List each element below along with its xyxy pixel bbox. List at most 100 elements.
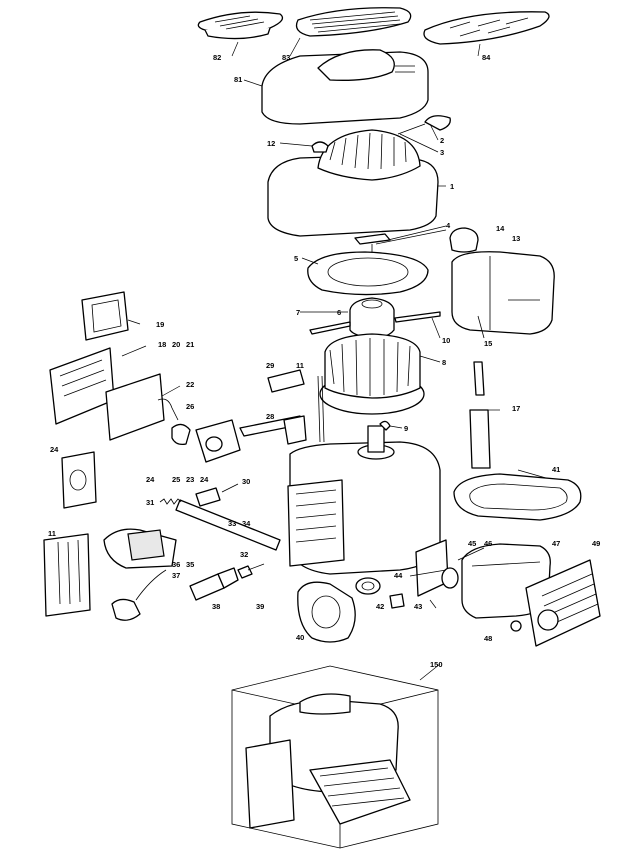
part-48-screw — [510, 620, 522, 632]
engine-block — [287, 425, 441, 575]
label-19: 19 — [156, 320, 164, 329]
part-23-carburetor — [171, 419, 241, 463]
part-42-seal — [355, 577, 381, 595]
part-39-bolt — [237, 563, 265, 579]
label-21: 21 — [186, 340, 194, 349]
label-24-left: 24 — [146, 475, 155, 484]
label-43: 43 — [414, 602, 422, 611]
part-17-fuel-line — [469, 361, 491, 469]
label-82: 82 — [213, 53, 221, 62]
leader-lines — [121, 79, 547, 681]
label-25: 25 — [172, 475, 180, 484]
part-5-gasket — [307, 251, 429, 296]
label-24-right: 24 — [200, 475, 209, 484]
label-2: 2 — [440, 136, 444, 145]
part-7-key — [309, 311, 441, 335]
part-31-spring — [159, 498, 182, 505]
label-37: 37 — [172, 571, 180, 580]
part-45-gasket — [441, 567, 459, 589]
part-18-air-cleaner-base — [49, 347, 165, 441]
part-37-boot — [111, 569, 167, 621]
part-81-shroud — [261, 49, 429, 125]
part-40-gasket — [297, 581, 356, 643]
label-39: 39 — [256, 602, 264, 611]
part-30-rod — [221, 483, 239, 493]
part-38-spark-plug — [189, 567, 239, 601]
label-28: 28 — [266, 412, 274, 421]
part-49-heat-shield — [525, 559, 601, 647]
label-6: 6 — [337, 308, 341, 317]
part-84-cover — [423, 11, 550, 45]
label-15: 15 — [484, 339, 492, 348]
part-22-breather-tube — [157, 398, 179, 421]
label-5: 5 — [294, 254, 298, 263]
label-11-top: 11 — [296, 361, 304, 370]
part-1-blower-housing — [267, 129, 439, 237]
part-82-cover — [197, 11, 284, 40]
label-150: 150 — [430, 660, 443, 669]
label-49: 49 — [592, 539, 600, 548]
part-8-flywheel — [319, 333, 425, 415]
part-13-fuel-tank — [451, 251, 555, 335]
label-29: 29 — [266, 361, 274, 370]
label-23: 23 — [186, 475, 194, 484]
label-22: 22 — [186, 380, 194, 389]
label-32: 32 — [240, 550, 248, 559]
part-24-gasket — [61, 451, 97, 509]
label-4: 4 — [446, 221, 451, 230]
part-14-fuel-cap — [449, 227, 479, 253]
part-11-bolt-set — [43, 533, 91, 617]
label-17: 17 — [512, 404, 520, 413]
label-46: 46 — [484, 539, 492, 548]
label-20: 20 — [172, 340, 180, 349]
part-4-bracket — [354, 233, 391, 254]
part-28-bracket — [239, 415, 307, 445]
label-18: 18 — [158, 340, 166, 349]
part-2-handle — [397, 115, 451, 135]
label-44: 44 — [394, 571, 403, 580]
part-32-control-plate — [175, 487, 281, 551]
part-150-complete-engine — [231, 665, 439, 849]
label-30: 30 — [242, 477, 250, 486]
label-9: 9 — [404, 424, 408, 433]
part-29-bracket — [267, 369, 305, 393]
part-15-hose — [477, 315, 485, 339]
part-35-ignition-coil — [103, 528, 177, 569]
label-12: 12 — [267, 139, 275, 148]
part-6-fan-hub — [349, 297, 395, 339]
label-42: 42 — [376, 602, 384, 611]
label-38: 38 — [212, 602, 220, 611]
label-83: 83 — [282, 53, 290, 62]
part-19-air-filter — [81, 291, 129, 341]
label-40: 40 — [296, 633, 304, 642]
label-31: 31 — [146, 498, 154, 507]
label-81: 81 — [234, 75, 242, 84]
label-48: 48 — [484, 634, 492, 643]
label-34: 34 — [242, 519, 251, 528]
callout-labels: 82 83 84 81 2 3 12 1 4 14 13 5 7 6 10 15… — [48, 53, 600, 669]
label-84: 84 — [482, 53, 491, 62]
label-14: 14 — [496, 224, 505, 233]
label-3: 3 — [440, 148, 444, 157]
label-13: 13 — [512, 234, 520, 243]
part-11-bolts — [317, 375, 325, 443]
label-10: 10 — [442, 336, 450, 345]
part-12-cap — [311, 141, 329, 153]
label-11-box: 11 — [48, 529, 56, 538]
label-41: 41 — [552, 465, 560, 474]
label-45: 45 — [468, 539, 476, 548]
label-47: 47 — [552, 539, 560, 548]
part-41-gasket — [453, 473, 582, 521]
label-7: 7 — [296, 308, 300, 317]
part-43-plug — [389, 593, 405, 609]
label-24-box: 24 — [50, 445, 59, 454]
label-33: 33 — [228, 519, 236, 528]
part-83-grille — [295, 7, 412, 37]
label-8: 8 — [442, 358, 446, 367]
label-1: 1 — [450, 182, 454, 191]
label-36: 36 — [172, 560, 180, 569]
label-35: 35 — [186, 560, 194, 569]
label-26: 26 — [186, 402, 194, 411]
